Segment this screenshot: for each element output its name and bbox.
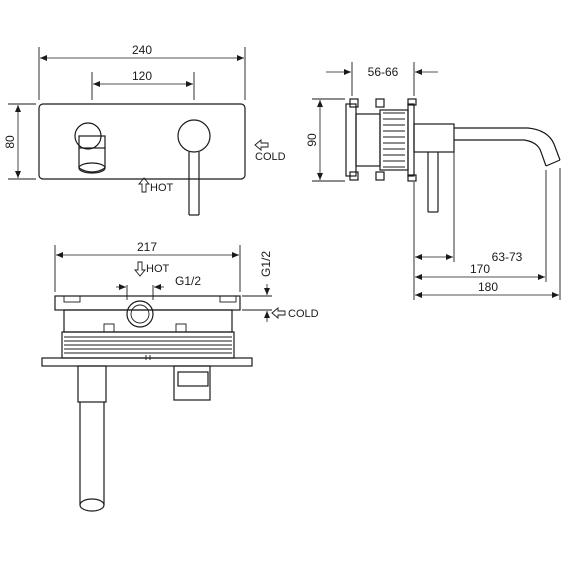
side-handle — [427, 152, 439, 213]
side-view: 56-66 90 63-73 170 180 — [305, 62, 561, 300]
dim-height-80: 80 — [3, 135, 17, 149]
valve-body — [41, 295, 253, 367]
dim-depth-56-66: 56-66 — [368, 65, 399, 79]
thread-g12-horizontal: G1/2 — [175, 274, 201, 288]
dim-reach-170: 170 — [470, 262, 490, 276]
mixer-handle — [177, 119, 211, 216]
dim-height-90: 90 — [305, 133, 319, 147]
cold-arrow-icon — [254, 139, 269, 151]
front-hot-label: HOT — [150, 182, 174, 194]
side-spout — [413, 123, 561, 167]
dim-width-240: 240 — [132, 43, 152, 57]
top-view: 217 HOT G1/2 G1/2 COLD — [41, 240, 319, 512]
front-cold-label: COLD — [255, 151, 286, 163]
dim-reach-63-73: 63-73 — [492, 250, 523, 264]
top-cold-arrow-icon — [271, 307, 286, 319]
mounting-body — [345, 98, 417, 182]
hot-down-arrow-icon — [134, 261, 146, 277]
hot-arrow-icon — [138, 177, 150, 193]
dim-reach-180: 180 — [478, 280, 498, 294]
thread-g12-vertical: G1/2 — [259, 251, 273, 277]
top-handle — [173, 365, 211, 401]
wall-plate — [38, 103, 246, 180]
spout-outlet — [74, 122, 106, 174]
dim-width-217: 217 — [137, 240, 157, 254]
dim-spacing-120: 120 — [132, 69, 152, 83]
front-view: 240 120 80 COLD HOT — [3, 43, 286, 216]
top-spout — [77, 365, 107, 512]
top-cold-label: COLD — [288, 308, 319, 320]
top-hot-label: HOT — [146, 263, 170, 275]
